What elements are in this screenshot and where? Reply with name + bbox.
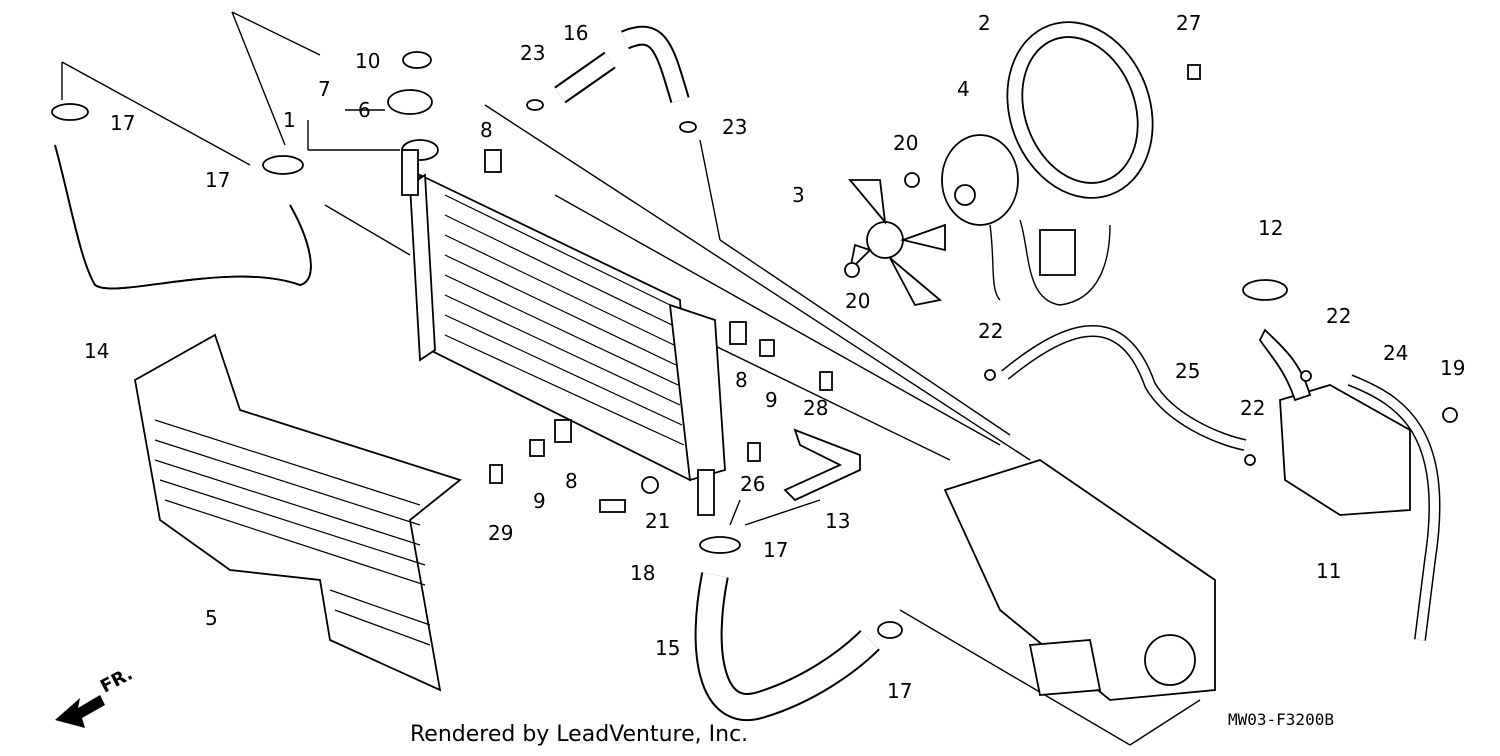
label-5: 5	[205, 606, 218, 630]
bracket-13	[783, 428, 861, 502]
diagram-code: MW03-F3200B	[1228, 710, 1334, 729]
label-10: 10	[355, 49, 380, 73]
front-direction-arrow-icon	[55, 695, 105, 728]
label-17b: 17	[205, 168, 230, 192]
label-8b: 8	[735, 368, 748, 392]
label-6: 6	[358, 98, 371, 122]
label-1: 1	[283, 108, 296, 132]
label-28: 28	[803, 396, 828, 420]
fan-shroud-2	[1006, 21, 1154, 199]
label-22c: 22	[1240, 396, 1265, 420]
label-14: 14	[84, 339, 109, 363]
label-26: 26	[740, 472, 765, 496]
label-23b: 23	[722, 115, 747, 139]
label-25: 25	[1175, 359, 1200, 383]
label-24: 24	[1383, 341, 1408, 365]
radiator	[401, 139, 726, 516]
label-23a: 23	[520, 41, 545, 65]
engine-block	[943, 459, 1216, 701]
reservoir-11	[1242, 279, 1411, 516]
label-11: 11	[1316, 559, 1341, 583]
part-labels: 1 2 3 4 5 6 7 8 8 8 9 9 10 11 12 13 14 1…	[84, 11, 1465, 703]
label-9b: 9	[533, 489, 546, 513]
shroud-5	[134, 333, 462, 692]
label-8c: 8	[565, 469, 578, 493]
label-20b: 20	[845, 289, 870, 313]
label-8a: 8	[480, 118, 493, 142]
fan-motor-4	[941, 134, 1111, 306]
label-17a: 17	[110, 111, 135, 135]
label-18: 18	[630, 561, 655, 585]
label-9a: 9	[765, 388, 778, 412]
label-16: 16	[563, 21, 588, 45]
label-15: 15	[655, 636, 680, 660]
label-20a: 20	[893, 131, 918, 155]
label-29: 29	[488, 521, 513, 545]
small-parts	[51, 51, 1458, 639]
label-22a: 22	[978, 319, 1003, 343]
label-7: 7	[318, 77, 331, 101]
label-19: 19	[1440, 356, 1465, 380]
label-17c: 17	[763, 538, 788, 562]
leader-lines	[61, 11, 1201, 746]
label-13: 13	[825, 509, 850, 533]
fan-3	[848, 179, 946, 307]
footer-credit: Rendered by LeadVenture, Inc.	[410, 722, 749, 747]
label-12: 12	[1258, 216, 1283, 240]
label-21: 21	[645, 509, 670, 533]
label-27: 27	[1176, 11, 1201, 35]
label-17d: 17	[887, 679, 912, 703]
label-22b: 22	[1326, 304, 1351, 328]
label-4: 4	[957, 77, 970, 101]
label-2: 2	[978, 11, 991, 35]
label-3: 3	[792, 183, 805, 207]
